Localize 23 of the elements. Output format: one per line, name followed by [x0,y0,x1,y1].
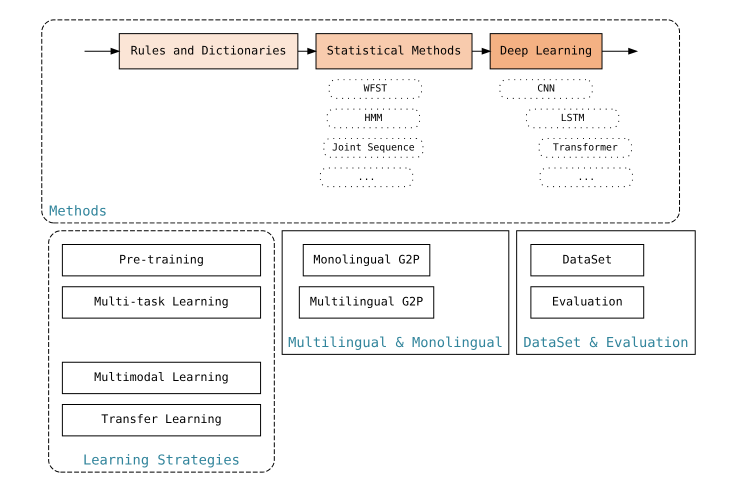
node-box: Joint Sequence [323,138,424,158]
node-box: LSTM [526,108,620,128]
node-box: Rules and Dictionaries [118,33,298,70]
arrow [84,48,120,55]
node-box: Transfer Learning [62,404,262,436]
arrow [472,48,492,55]
arrow [602,48,638,55]
node-box: WFST [328,79,422,99]
node-box: Transformer [538,138,632,158]
node-box: Statistical Methods [316,33,472,70]
node-box: Multimodal Learning [62,362,262,394]
node-box: HMM [326,108,420,128]
node-box: DataSet [530,244,644,276]
arrow [298,48,318,55]
node-box: Multi-task Learning [62,286,262,319]
node-box: ... [320,168,414,188]
node-box: ... [540,168,633,188]
node-box: Multilingual G2P [298,286,434,319]
node-box: Pre-training [62,244,262,276]
node-box: CNN [499,79,593,99]
node-box: Deep Learning [490,33,602,70]
node-box: Monolingual G2P [302,244,430,276]
node-box: Evaluation [530,286,644,319]
